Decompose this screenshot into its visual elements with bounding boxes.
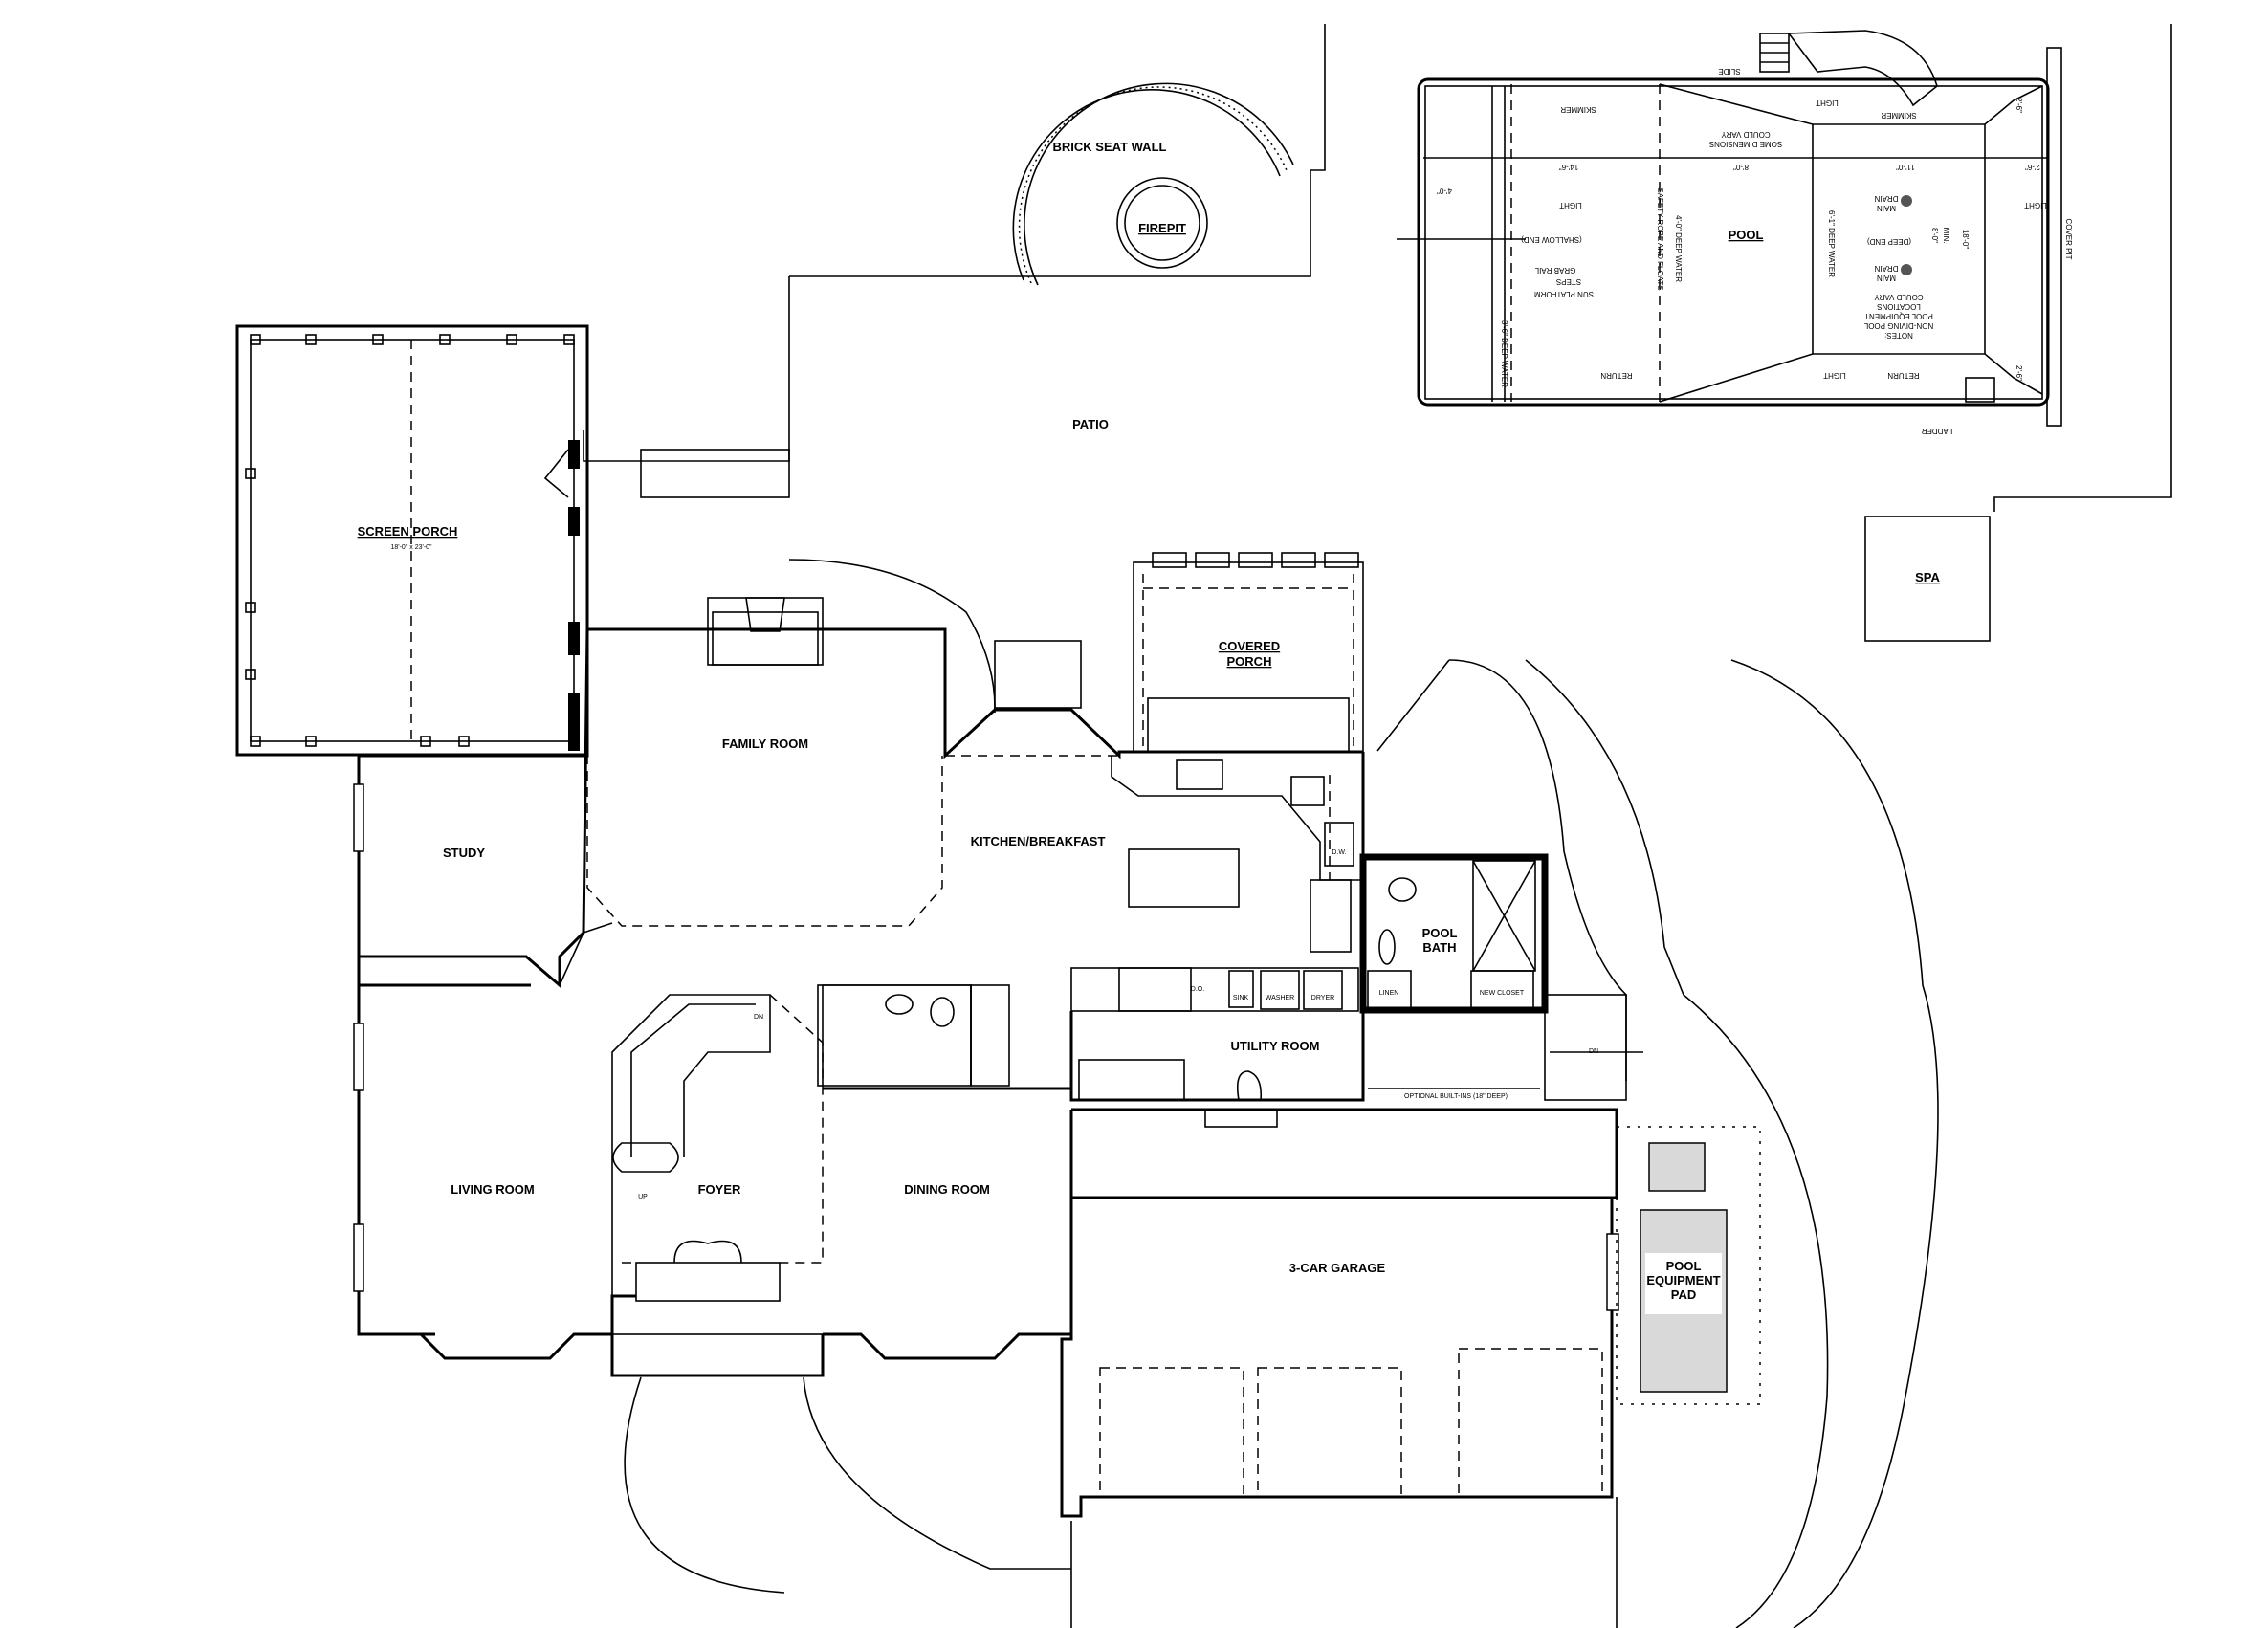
spa-label: SPA [1915,570,1940,584]
covered-porch [1133,552,1364,753]
screen-porch-dimensions: 18'-0" x 23'-0" [390,544,432,551]
firepit [1116,177,1208,269]
family-room-label: FAMILY ROOM [722,737,808,751]
foyer-label: FOYER [698,1182,741,1197]
pool-bath-label-2: BATH [1422,940,1456,955]
dim-4-0: 4'-0" [1437,187,1452,195]
kitchen-counters [1111,756,1363,953]
builtins-label: OPTIONAL BUILT-INS (18" DEEP) [1404,1093,1508,1100]
safety-rope-label: SAFETY ROPE AND FLOATS [1656,187,1664,290]
side-stair-down-label: DN [1589,1048,1598,1055]
kitchen-label: KITCHEN/BREAKFAST [971,834,1106,848]
linen-label: LINEN [1379,990,1399,997]
sun-platform-label: SUN PLATFORM [1534,290,1594,298]
skimmer-label-2: SKIMMER [1881,111,1917,120]
covered-porch-label-2: PORCH [1227,654,1272,669]
study [353,628,613,989]
garage [1060,1108,1619,1518]
dishwasher-label: D.W. [1332,849,1346,856]
garage-label: 3-CAR GARAGE [1289,1261,1386,1275]
dim-11-0: 11'-0" [1896,163,1915,171]
utility-room-label: UTILITY ROOM [1231,1039,1320,1053]
equipment-pad-label-1: POOL [1666,1259,1702,1273]
ladder-label: LADDER [1922,427,1953,435]
pool-bath-label-1: POOL [1422,926,1458,940]
min-label: MIN. [1942,228,1950,244]
stair-up-label: UP [638,1194,648,1200]
dim-18-0: 18'-0" [1961,230,1970,250]
dining-room-label: DINING ROOM [904,1182,990,1197]
dim-2-6a: 2'-6" [2015,98,2023,113]
skimmer-label-1: SKIMMER [1560,105,1596,114]
main-drain-1b: DRAIN [1874,194,1898,203]
notes-3: POOL EQUIPMENT [1864,312,1933,320]
light-label-3: LIGHT [2024,201,2047,209]
dim-14-6: 14'-6" [1559,163,1579,171]
dryer-label: DRYER [1311,995,1334,1001]
family-kitchen-dashes [586,611,1240,927]
screen-porch-label: SCREEN PORCH [358,524,458,539]
return-label-2: RETURN [1887,371,1920,380]
light-label-4: LIGHT [1823,371,1846,380]
pool [1397,30,2062,427]
light-label-2: LIGHT [1559,201,1582,209]
pool-bath [1359,853,1643,1101]
pool-annotations: SLIDE SKIMMER LIGHT SKIMMER SOME DIMENSI… [1437,67,2073,435]
steps-label: STEPS [1556,277,1581,286]
living-foyer-dining [353,983,1071,1306]
equipment-pad-label-3: PAD [1671,1287,1696,1302]
washer-label: WASHER [1266,995,1294,1001]
notes-1: NOTES: [1884,331,1913,340]
cover-pit-label: COVER PIT [2064,218,2073,259]
sink-label: SINK [1233,995,1249,1001]
equipment-pad-label-2: EQUIPMENT [1646,1273,1720,1287]
screen-porch [235,324,589,757]
notes-5: COULD VARY [1874,293,1924,301]
firepit-label: FIREPIT [1138,221,1186,235]
pool-label: POOL [1729,228,1764,242]
dim-8-0: 8'-0" [1733,163,1749,171]
deep-water-3-label: 3'-6" DEEP WATER [1500,320,1508,387]
dim-8-0b: 8'-0" [1930,228,1939,243]
driveway [624,659,1939,1628]
notes-4: LOCATIONS [1877,302,1921,311]
pool-equipment-pad [1616,1126,1761,1405]
double-oven-label: D.O. [1191,986,1204,993]
patio-outline [583,24,2172,713]
notes-2: NON-DIVING POOL [1863,321,1933,330]
living-room-label: LIVING ROOM [451,1182,534,1197]
deep-end-label: (DEEP END) [1867,237,1911,246]
main-drain-2b: DRAIN [1874,264,1898,273]
study-label: STUDY [443,846,485,860]
utility-room [1069,918,1365,1102]
grab-rail-label: GRAB RAIL [1534,266,1575,275]
dims-label-1: SOME DIMENSIONS [1709,140,1782,148]
dim-2-6b: 2'-6" [2025,163,2040,171]
new-closet-label: NEW CLOSET [1480,990,1525,997]
deep-water-4-label: 4'-0" DEEP WATER [1674,215,1683,282]
return-label-1: RETURN [1600,371,1633,380]
main-drain-2a: MAIN [1877,274,1896,282]
light-label-1: LIGHT [1816,99,1839,107]
patio-label: PATIO [1072,417,1109,431]
covered-porch-label-1: COVERED [1219,639,1280,653]
dims-label-2: COULD VARY [1721,130,1771,139]
main-drain-1a: MAIN [1877,204,1896,212]
slide-label: SLIDE [1718,67,1740,76]
stair-down-label: DN [754,1014,763,1021]
spa [1864,516,1991,642]
brick-seat-wall-label: BRICK SEAT WALL [1053,140,1167,154]
dim-2-6c: 2'-6" [2015,365,2023,381]
brick-seat-wall [1012,82,1294,286]
deep-water-6-label: 6'-1" DEEP WATER [1827,210,1836,277]
shallow-end-label: (SHALLOW END) [1521,235,1582,244]
